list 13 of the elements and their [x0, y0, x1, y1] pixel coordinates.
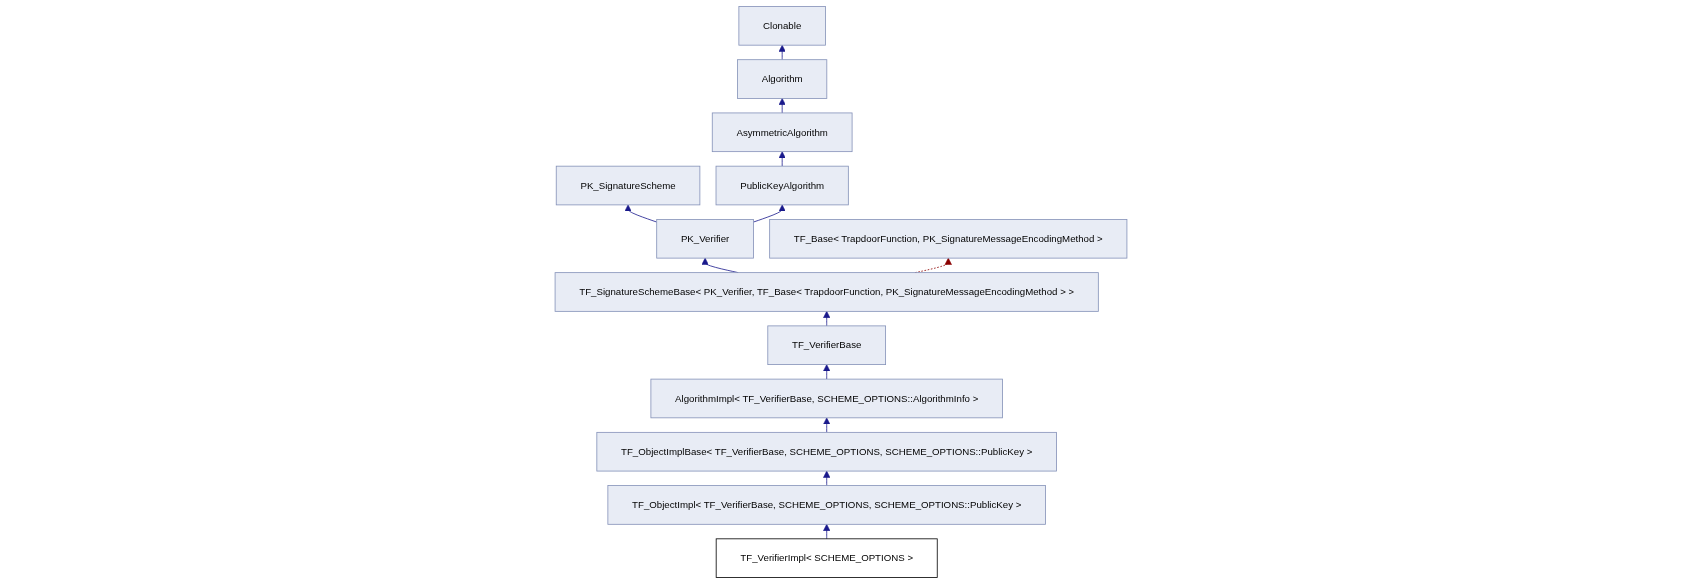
node-box: PublicKeyAlgorithm: [715, 165, 849, 206]
node-box: TF_ObjectImpl< TF_VerifierBase, SCHEME_OPTIONS, SCHEME_OPTIONS::PublicKey >: [607, 485, 1046, 525]
node-box: TF_VerifierBase: [767, 325, 886, 365]
node-box: PK_Verifier: [656, 219, 754, 259]
node-box: Algorithm: [737, 59, 828, 99]
node-box: AsymmetricAlgorithm: [711, 112, 853, 153]
node-box: PK_SignatureScheme: [555, 165, 701, 206]
node-box: TF_ObjectImplBase< TF_VerifierBase, SCHEME_OPTIONS, SCHEME_OPTIONS::PublicKey >: [596, 431, 1057, 472]
node-box: AlgorithmImpl< TF_VerifierBase, SCHEME_OPTIONS::AlgorithmInfo >: [650, 378, 1003, 419]
node-box: Clonable: [738, 6, 826, 46]
node-box: TF_SignatureSchemeBase< PK_Verifier, TF_Base< TrapdoorFunction, PK_SignatureMessageEncodingMethod > >: [554, 272, 1099, 312]
node-box: TF_Base< TrapdoorFunction, PK_SignatureMessageEncodingMethod >: [769, 219, 1128, 259]
node-box: TF_VerifierImpl< SCHEME_OPTIONS >: [715, 538, 938, 578]
